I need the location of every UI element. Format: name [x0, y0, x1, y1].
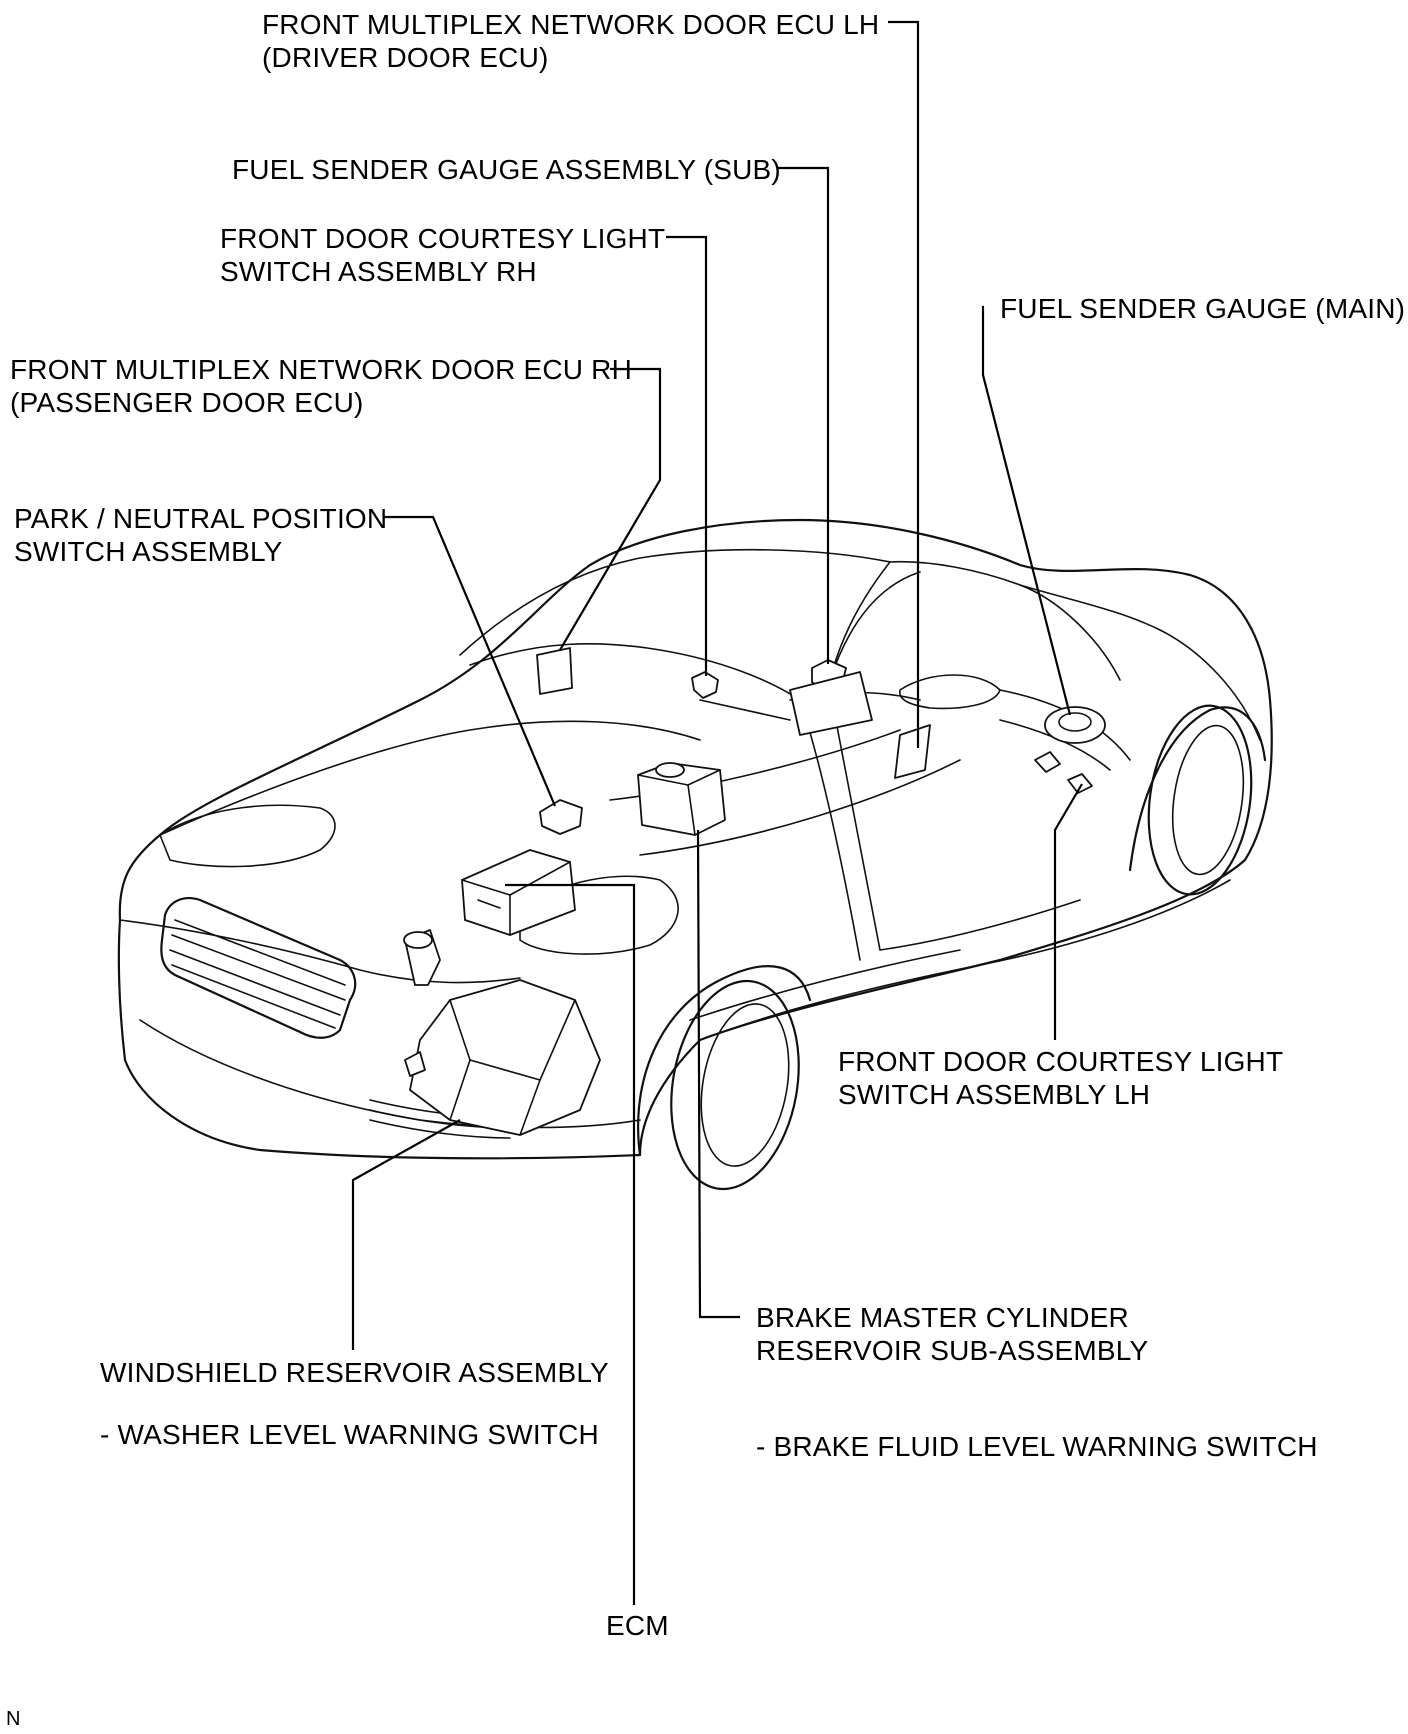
- passenger-door-ecu-part: [536, 647, 573, 695]
- label-washer-level-switch: - WASHER LEVEL WARNING SWITCH: [100, 1418, 599, 1451]
- label-courtesy-switch-lh: FRONT DOOR COURTESY LIGHT SWITCH ASSEMBL…: [838, 1045, 1283, 1111]
- label-park-neutral-switch: PARK / NEUTRAL POSITION SWITCH ASSEMBLY: [14, 502, 387, 568]
- label-line: BRAKE MASTER CYLINDER: [756, 1302, 1129, 1333]
- label-brake-fluid-switch: - BRAKE FLUID LEVEL WARNING SWITCH: [756, 1430, 1318, 1463]
- label-line: SWITCH ASSEMBLY LH: [838, 1079, 1151, 1110]
- label-line: SWITCH ASSEMBLY: [14, 536, 283, 567]
- label-courtesy-switch-rh: FRONT DOOR COURTESY LIGHT SWITCH ASSEMBL…: [220, 222, 665, 288]
- label-line: FUEL SENDER GAUGE (MAIN): [1000, 293, 1406, 324]
- label-line: PARK / NEUTRAL POSITION: [14, 503, 388, 534]
- label-line: FRONT MULTIPLEX NETWORK DOOR ECU LH: [262, 9, 880, 40]
- driver-door-ecu-part: [894, 724, 931, 779]
- label-line: FUEL SENDER GAUGE ASSEMBLY (SUB): [232, 154, 781, 185]
- courtesy-switch-lh-part: [1067, 773, 1093, 794]
- corner-mark: N: [6, 1708, 21, 1730]
- label-line: (PASSENGER DOOR ECU): [10, 387, 364, 418]
- label-ecm: ECM: [606, 1609, 669, 1642]
- label-line: FRONT DOOR COURTESY LIGHT: [838, 1046, 1284, 1077]
- label-line: - BRAKE FLUID LEVEL WARNING SWITCH: [756, 1431, 1318, 1462]
- label-fuel-sender-main: FUEL SENDER GAUGE (MAIN): [1000, 292, 1405, 325]
- label-line: - WASHER LEVEL WARNING SWITCH: [100, 1419, 599, 1450]
- label-line: (DRIVER DOOR ECU): [262, 42, 549, 73]
- label-line: WINDSHIELD RESERVOIR ASSEMBLY: [100, 1357, 609, 1388]
- ecm-part: [461, 849, 576, 936]
- label-fuel-sender-sub: FUEL SENDER GAUGE ASSEMBLY (SUB): [232, 153, 781, 186]
- label-line: ECM: [606, 1610, 669, 1641]
- label-brake-master-reservoir: BRAKE MASTER CYLINDER RESERVOIR SUB-ASSE…: [756, 1301, 1148, 1367]
- park-neutral-switch-part: [539, 799, 583, 835]
- leader-lines: [351, 20, 1083, 1605]
- fuel-sender-main-part: [1044, 706, 1106, 744]
- label-line: FRONT MULTIPLEX NETWORK DOOR ECU RH: [10, 354, 633, 385]
- label-line: FRONT DOOR COURTESY LIGHT: [220, 223, 666, 254]
- component-parts: [403, 647, 1106, 1136]
- label-windshield-reservoir: WINDSHIELD RESERVOIR ASSEMBLY: [100, 1356, 609, 1389]
- label-driver-door-ecu: FRONT MULTIPLEX NETWORK DOOR ECU LH (DRI…: [262, 8, 879, 74]
- windshield-reservoir-part: [409, 979, 601, 1136]
- label-line: RESERVOIR SUB-ASSEMBLY: [756, 1335, 1149, 1366]
- label-line: SWITCH ASSEMBLY RH: [220, 256, 537, 287]
- label-passenger-door-ecu: FRONT MULTIPLEX NETWORK DOOR ECU RH (PAS…: [10, 353, 632, 419]
